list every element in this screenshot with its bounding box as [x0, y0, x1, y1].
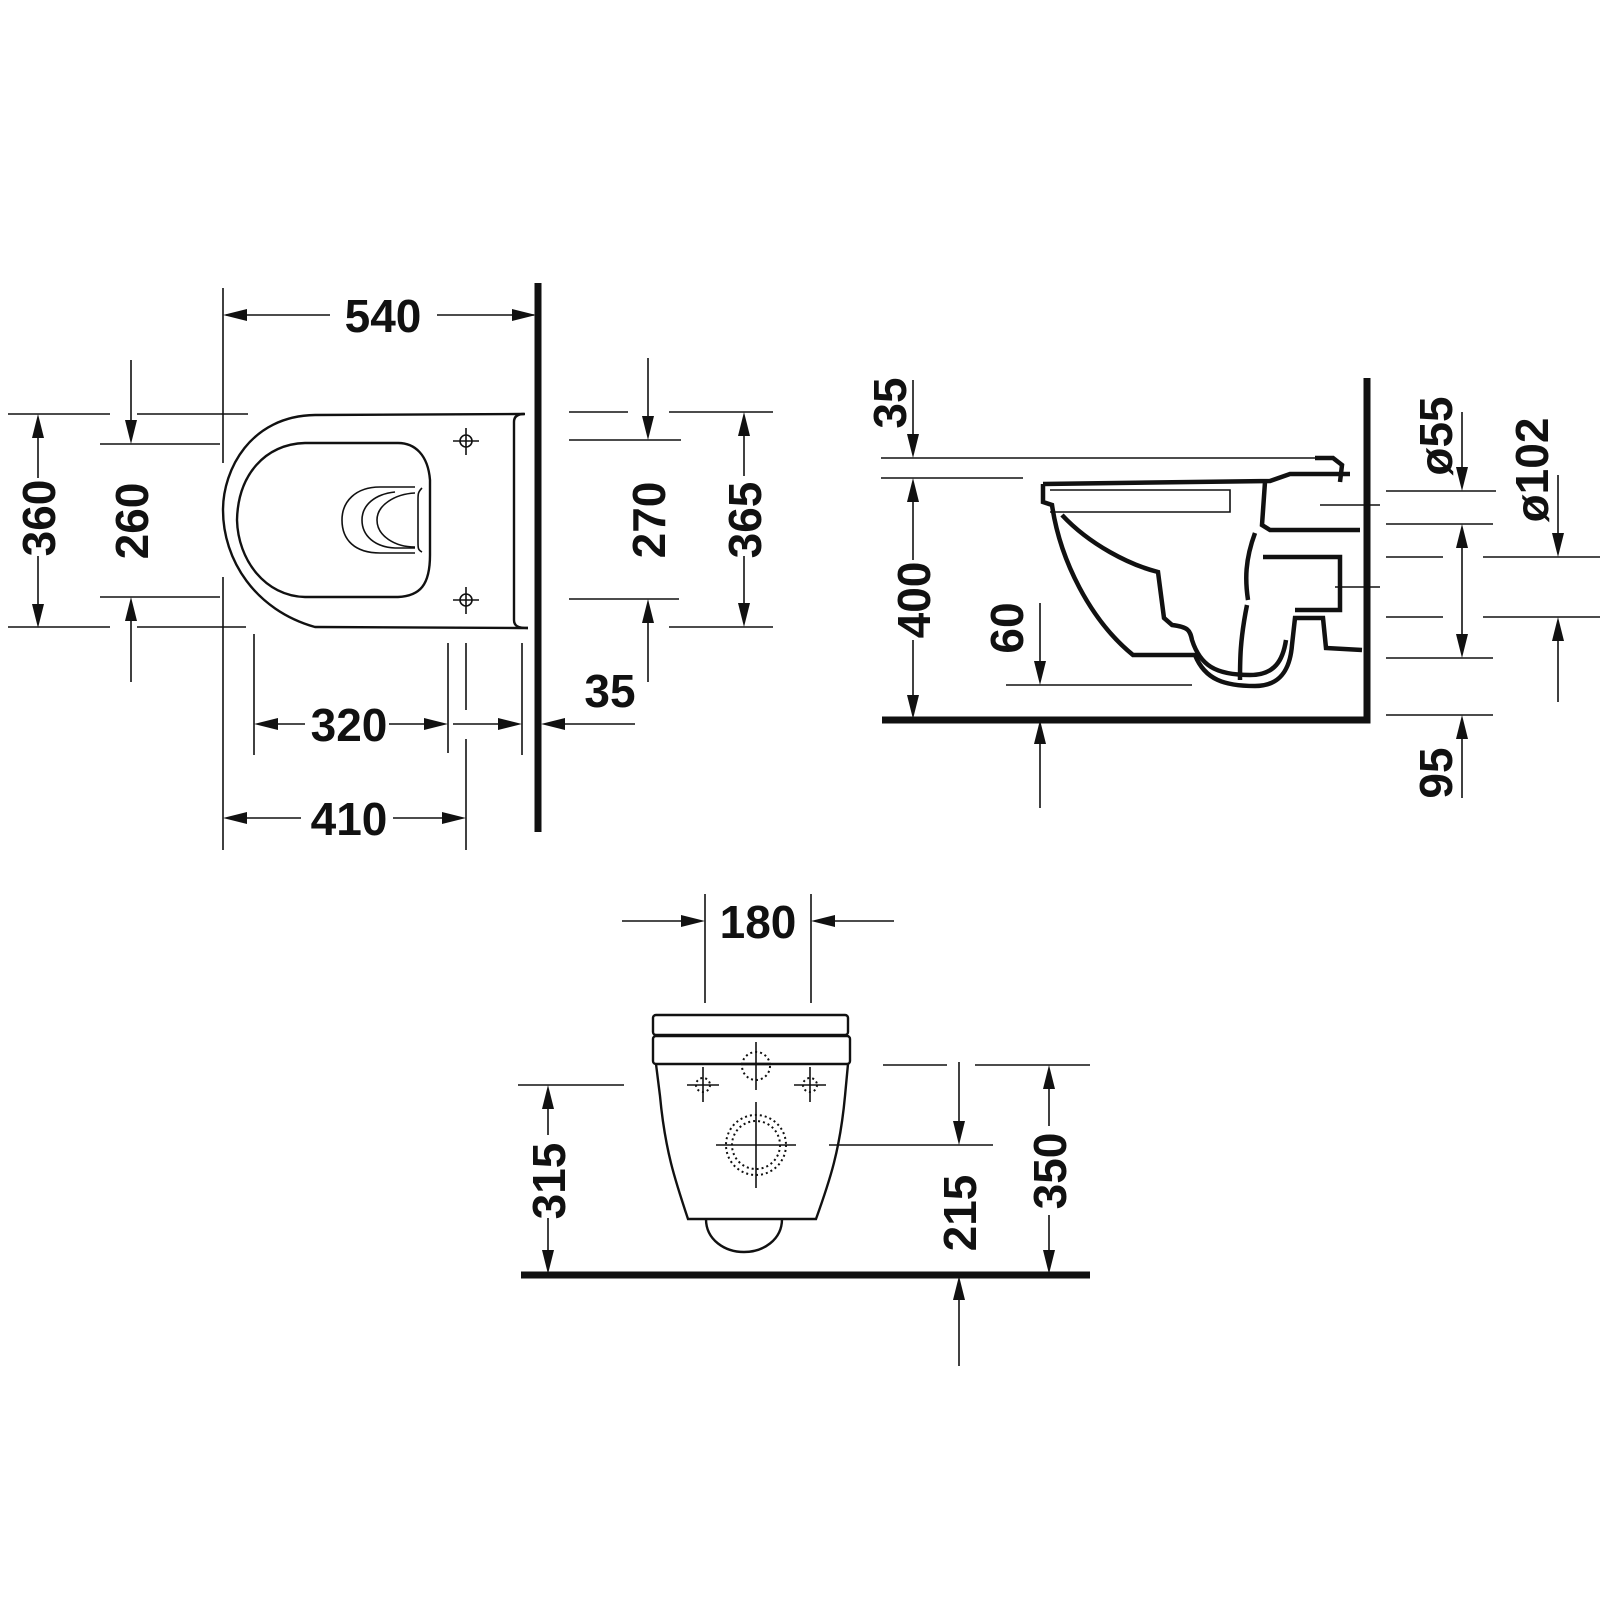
dim-35-side: 35	[864, 377, 916, 428]
bowl-inner-side	[1060, 513, 1289, 678]
toilet-body-front	[654, 1063, 850, 1221]
seat-ring	[651, 1034, 852, 1066]
flush-curve-4	[417, 487, 423, 553]
dim-d55: ø55	[1410, 396, 1462, 475]
toilet-outline-top	[221, 412, 528, 630]
dim-400: 400	[888, 562, 940, 639]
dim-35-top: 35	[584, 665, 635, 717]
outlet-spigot	[1244, 532, 1343, 613]
mounting-plate	[512, 412, 529, 630]
dim-365: 365	[719, 482, 771, 559]
dim-60: 60	[981, 602, 1033, 653]
flush-curve-2	[361, 491, 415, 549]
inlet-spigot	[1259, 481, 1360, 533]
dim-315: 315	[523, 1143, 575, 1220]
front-view: 180 315 215 350	[518, 894, 1090, 1366]
dim-260: 260	[106, 483, 158, 560]
seat-side	[1042, 471, 1350, 487]
trap-front	[704, 1218, 784, 1254]
outlet-hole-icon	[716, 1102, 796, 1188]
flush-curve-1	[341, 486, 415, 554]
dim-360: 360	[13, 480, 65, 557]
toilet-outline-side	[1040, 484, 1363, 689]
dim-350: 350	[1024, 1133, 1076, 1210]
dim-180: 180	[720, 896, 797, 948]
dim-95: 95	[1410, 747, 1462, 798]
dim-540: 540	[345, 290, 422, 342]
seat-lid	[651, 1013, 850, 1037]
dim-410: 410	[311, 793, 388, 845]
dim-d102: ø102	[1506, 418, 1558, 523]
flush-curve-3	[376, 492, 416, 548]
fixing-hole-icon	[453, 587, 479, 614]
dim-320: 320	[311, 699, 388, 751]
dim-215: 215	[934, 1175, 986, 1252]
top-view: 540 360 260 270 365	[8, 283, 773, 850]
fixing-hole-icon	[794, 1067, 826, 1102]
fixing-hole-icon	[687, 1067, 719, 1102]
bowl-opening	[235, 441, 432, 599]
side-view: 35 400 60 ø55 ø102	[864, 377, 1600, 808]
fixing-hole-icon	[453, 428, 479, 455]
dim-270: 270	[623, 482, 675, 559]
floor-wall-line	[882, 378, 1371, 724]
